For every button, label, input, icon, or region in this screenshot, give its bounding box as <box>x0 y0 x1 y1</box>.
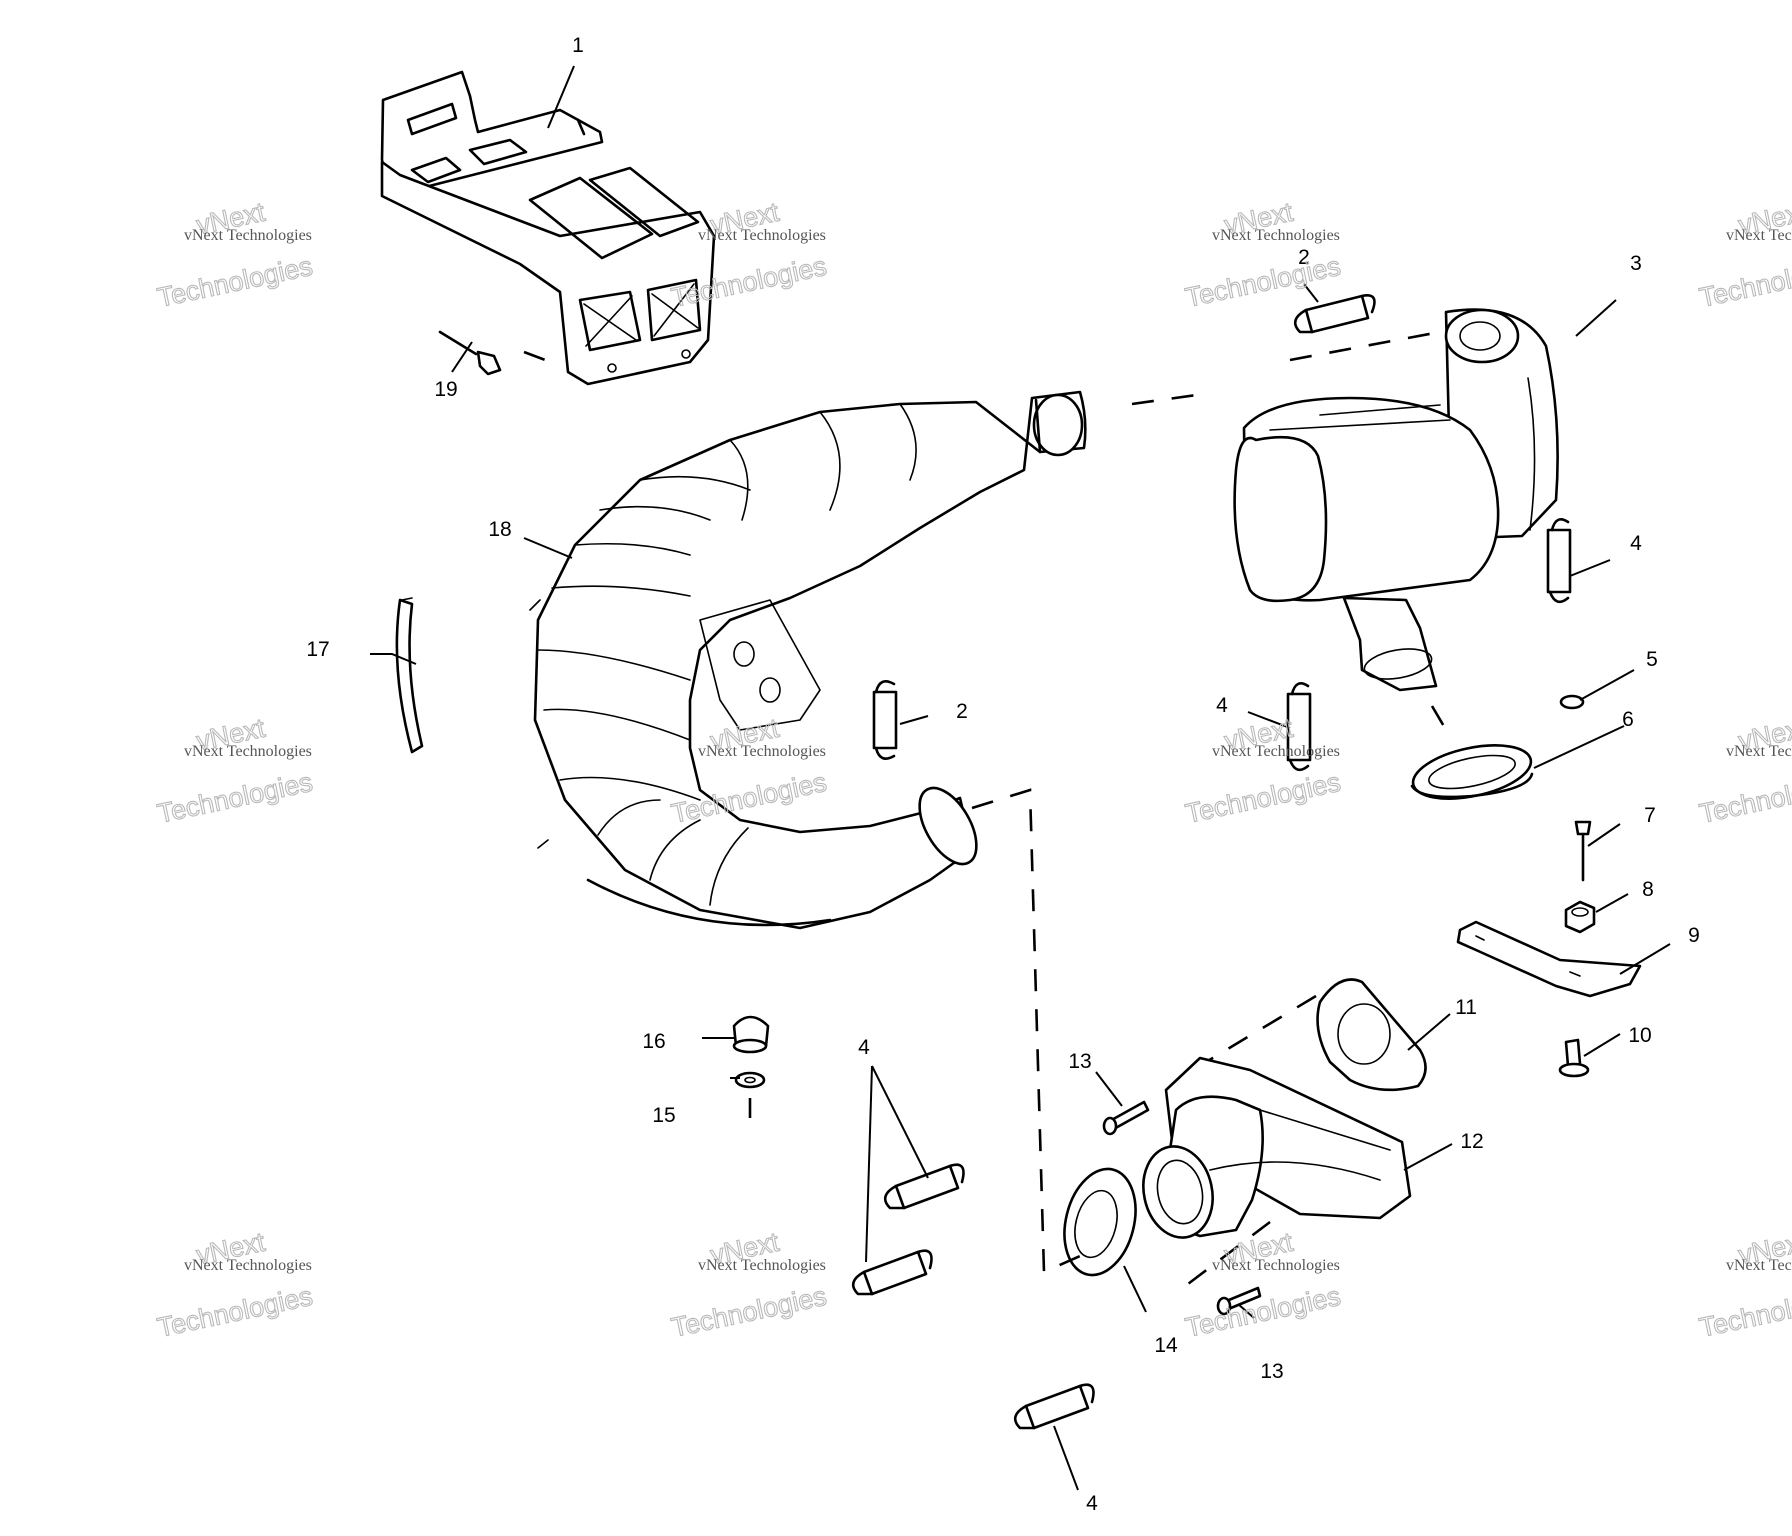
callout-19: 19 <box>434 378 457 401</box>
svg-text:vNext Technologies: vNext Technologies <box>1212 1257 1340 1274</box>
svg-text:vNext Technologies: vNext Technologies <box>698 227 826 244</box>
callout-9: 9 <box>1688 924 1700 947</box>
watermark-12: vNext Technologies vNext Technologies <box>1696 1226 1792 1343</box>
svg-text:vNext Technologies: vNext Technologies <box>184 743 312 760</box>
callout-11: 11 <box>1455 996 1477 1019</box>
watermark-3: vNext Technologies vNext Technologies <box>1182 196 1344 313</box>
part-17-strap <box>395 597 424 754</box>
svg-text:vNext Technologies: vNext Technologies <box>1212 227 1340 244</box>
callout-5: 5 <box>1646 648 1658 671</box>
callout-10: 10 <box>1628 1024 1651 1047</box>
svg-text:vNext Technologies: vNext Technologies <box>698 1257 826 1274</box>
spring-4-lower-a <box>883 1163 965 1210</box>
callout-17: 17 <box>306 638 329 661</box>
svg-text:vNext Technologies: vNext Technologies <box>184 227 312 244</box>
assembly-line-pipe-to-silencer <box>1131 392 1205 406</box>
svg-text:Technologies: Technologies <box>155 767 315 829</box>
watermark-7: vNext Technologies vNext Technologies <box>1182 712 1344 829</box>
svg-text:Technologies: Technologies <box>1697 1281 1792 1343</box>
svg-text:Technologies: Technologies <box>669 1281 829 1343</box>
watermark-11: vNext Technologies vNext Technologies <box>1182 1226 1344 1343</box>
svg-text:Technologies: Technologies <box>1697 251 1792 313</box>
callout-18: 18 <box>488 518 511 541</box>
part-16-grommet <box>732 1015 770 1054</box>
svg-text:Technologies: Technologies <box>1183 767 1343 829</box>
part-5-washer <box>1559 694 1585 710</box>
watermark-1: vNext Technologies vNext Technologies <box>154 196 316 313</box>
watermark-8: vNext Technologies vNext Technologies <box>1696 712 1792 829</box>
part-13-bolt-lower <box>1216 1286 1262 1316</box>
svg-text:Technologies: Technologies <box>1697 767 1792 829</box>
svg-text:Technologies: Technologies <box>1183 251 1343 313</box>
callout-numbers: 1 2 2 3 4 4 4 4 5 6 7 8 9 10 11 12 13 13… <box>306 34 1700 1515</box>
svg-text:Technologies: Technologies <box>155 251 315 313</box>
callout-12: 12 <box>1460 1130 1483 1153</box>
callout-1: 1 <box>572 34 584 57</box>
part-14-seal-ring <box>1063 1167 1137 1277</box>
callout-4-left: 4 <box>858 1036 870 1059</box>
leader-lines <box>370 65 1671 1491</box>
part-12-exhaust-manifold <box>1142 1056 1412 1292</box>
callout-8: 8 <box>1642 878 1654 901</box>
svg-text:Technologies: Technologies <box>155 1281 315 1343</box>
callout-4-right: 4 <box>1630 532 1642 555</box>
svg-text:vNext Technologies: vNext Technologies <box>1726 1257 1792 1274</box>
watermark-9: vNext Technologies vNext Technologies <box>154 1226 316 1343</box>
spring-4-right <box>1546 518 1572 604</box>
svg-text:vNext Technologies: vNext Technologies <box>698 743 826 760</box>
svg-text:vNext Technologies: vNext Technologies <box>1726 227 1792 244</box>
svg-text:vNext Technologies: vNext Technologies <box>1212 743 1340 760</box>
callout-4-center: 4 <box>1216 694 1228 717</box>
callout-3: 3 <box>1630 252 1642 275</box>
watermark-5: vNext Technologies vNext Technologies <box>154 712 316 829</box>
callout-13-upper: 13 <box>1068 1050 1091 1073</box>
part-10-bolt <box>1558 1038 1590 1078</box>
svg-text:Technologies: Technologies <box>1183 1281 1343 1343</box>
svg-text:vNext Technologies: vNext Technologies <box>184 1257 312 1274</box>
part-19-rivet <box>438 330 502 376</box>
callout-2-upper: 2 <box>1298 246 1310 269</box>
assembly-line-pipe-to-manifold <box>971 788 1081 1274</box>
spring-4-lower-b <box>851 1249 933 1296</box>
watermarks: vNext Technologies vNext Technologies vN… <box>154 196 1792 1343</box>
callout-4-bottom: 4 <box>1086 1492 1098 1515</box>
svg-text:vNext Technologies: vNext Technologies <box>1726 743 1792 760</box>
part-7-rivet <box>1574 820 1592 882</box>
callout-15: 15 <box>652 1104 675 1127</box>
callout-14: 14 <box>1154 1334 1178 1357</box>
part-18-expansion-chamber <box>529 390 1087 930</box>
callout-2-lower: 2 <box>956 700 968 723</box>
part-9-bracket <box>1456 920 1642 998</box>
part-1-exhaust-bracket <box>380 70 716 386</box>
spring-2-upper <box>1293 294 1376 334</box>
spring-4-bottom <box>1013 1383 1095 1430</box>
spring-4-center <box>1286 682 1312 772</box>
watermark-4: vNext Technologies vNext Technologies <box>1696 196 1792 313</box>
part-11-flange-gasket <box>1195 978 1427 1092</box>
part-13-bolt-upper <box>1102 1100 1150 1136</box>
part-8-nut <box>1564 900 1596 934</box>
spring-2-lower <box>872 680 898 760</box>
callout-7: 7 <box>1644 804 1656 827</box>
part-6-exhaust-seal <box>1410 705 1534 800</box>
callout-16: 16 <box>642 1030 665 1053</box>
callout-6: 6 <box>1622 708 1634 731</box>
part-15-washer <box>734 1071 766 1118</box>
watermark-10: vNext Technologies vNext Technologies <box>668 1226 830 1343</box>
part-3-silencer <box>1233 308 1559 692</box>
callout-13-lower: 13 <box>1260 1360 1283 1383</box>
